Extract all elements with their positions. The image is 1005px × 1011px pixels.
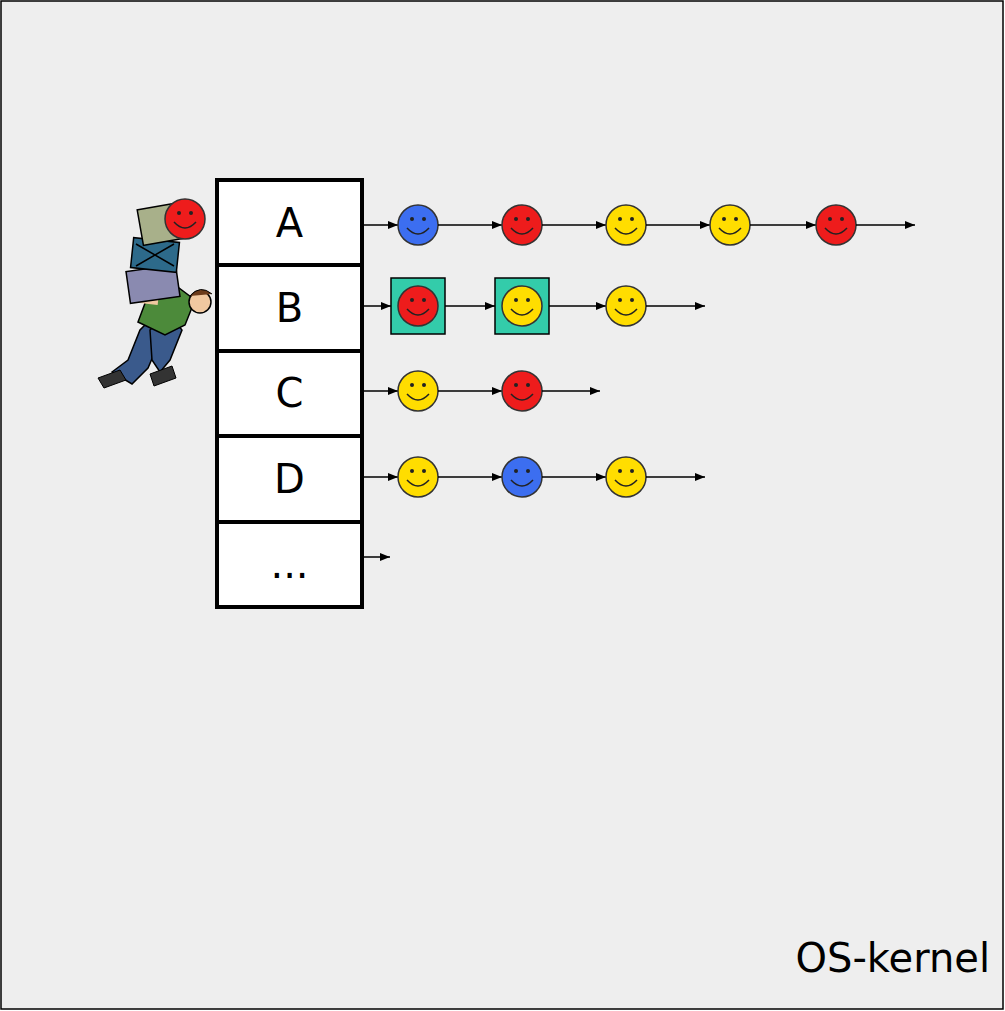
- chain-arrow: [542, 224, 606, 226]
- process-smiley: [165, 199, 205, 239]
- chain-arrow: [362, 556, 390, 558]
- chain-arrow: [646, 224, 710, 226]
- cell-letter: C: [276, 373, 304, 413]
- chain-arrow: [362, 305, 391, 307]
- chain-arrow: [362, 476, 398, 478]
- chain-arrow: [750, 224, 816, 226]
- cell-letter: A: [276, 203, 303, 243]
- process-smiley: [502, 457, 542, 497]
- chain-arrow: [438, 224, 502, 226]
- process-smiley: [606, 457, 646, 497]
- process-smiley: [606, 286, 646, 326]
- chain-arrow: [646, 305, 705, 307]
- process-chains: [362, 205, 915, 557]
- kernel-label: OS-kernel: [796, 938, 990, 978]
- process-smiley: [398, 286, 438, 326]
- cell-letter: B: [276, 288, 303, 328]
- chain-arrow: [542, 390, 600, 392]
- chain-arrow: [362, 224, 398, 226]
- chain-arrow: [549, 305, 606, 307]
- carried-process: [165, 199, 205, 239]
- chain-arrow: [438, 476, 502, 478]
- table-cell: B: [217, 265, 362, 350]
- process-smiley: [502, 205, 542, 245]
- process-smiley: [398, 371, 438, 411]
- chain-arrow: [542, 476, 606, 478]
- chain-arrow: [362, 390, 398, 392]
- process-smiley: [816, 205, 856, 245]
- table-frame: [217, 180, 362, 607]
- chain-arrow: [646, 476, 705, 478]
- table-cell: ...: [217, 522, 362, 607]
- chain-arrow: [445, 305, 495, 307]
- process-smiley: [502, 371, 542, 411]
- table-cell: A: [217, 180, 362, 265]
- chain-arrow: [856, 224, 915, 226]
- process-smiley: [710, 205, 750, 245]
- highlight-box: [391, 278, 445, 334]
- process-smiley: [606, 205, 646, 245]
- highlight-box: [495, 278, 549, 334]
- cell-letter: ...: [270, 544, 308, 584]
- cell-letter: D: [274, 459, 305, 499]
- table-cell: D: [217, 436, 362, 521]
- process-smiley: [398, 457, 438, 497]
- chain-arrow: [438, 390, 502, 392]
- table-cell: C: [217, 351, 362, 436]
- process-smiley: [398, 205, 438, 245]
- process-smiley: [502, 286, 542, 326]
